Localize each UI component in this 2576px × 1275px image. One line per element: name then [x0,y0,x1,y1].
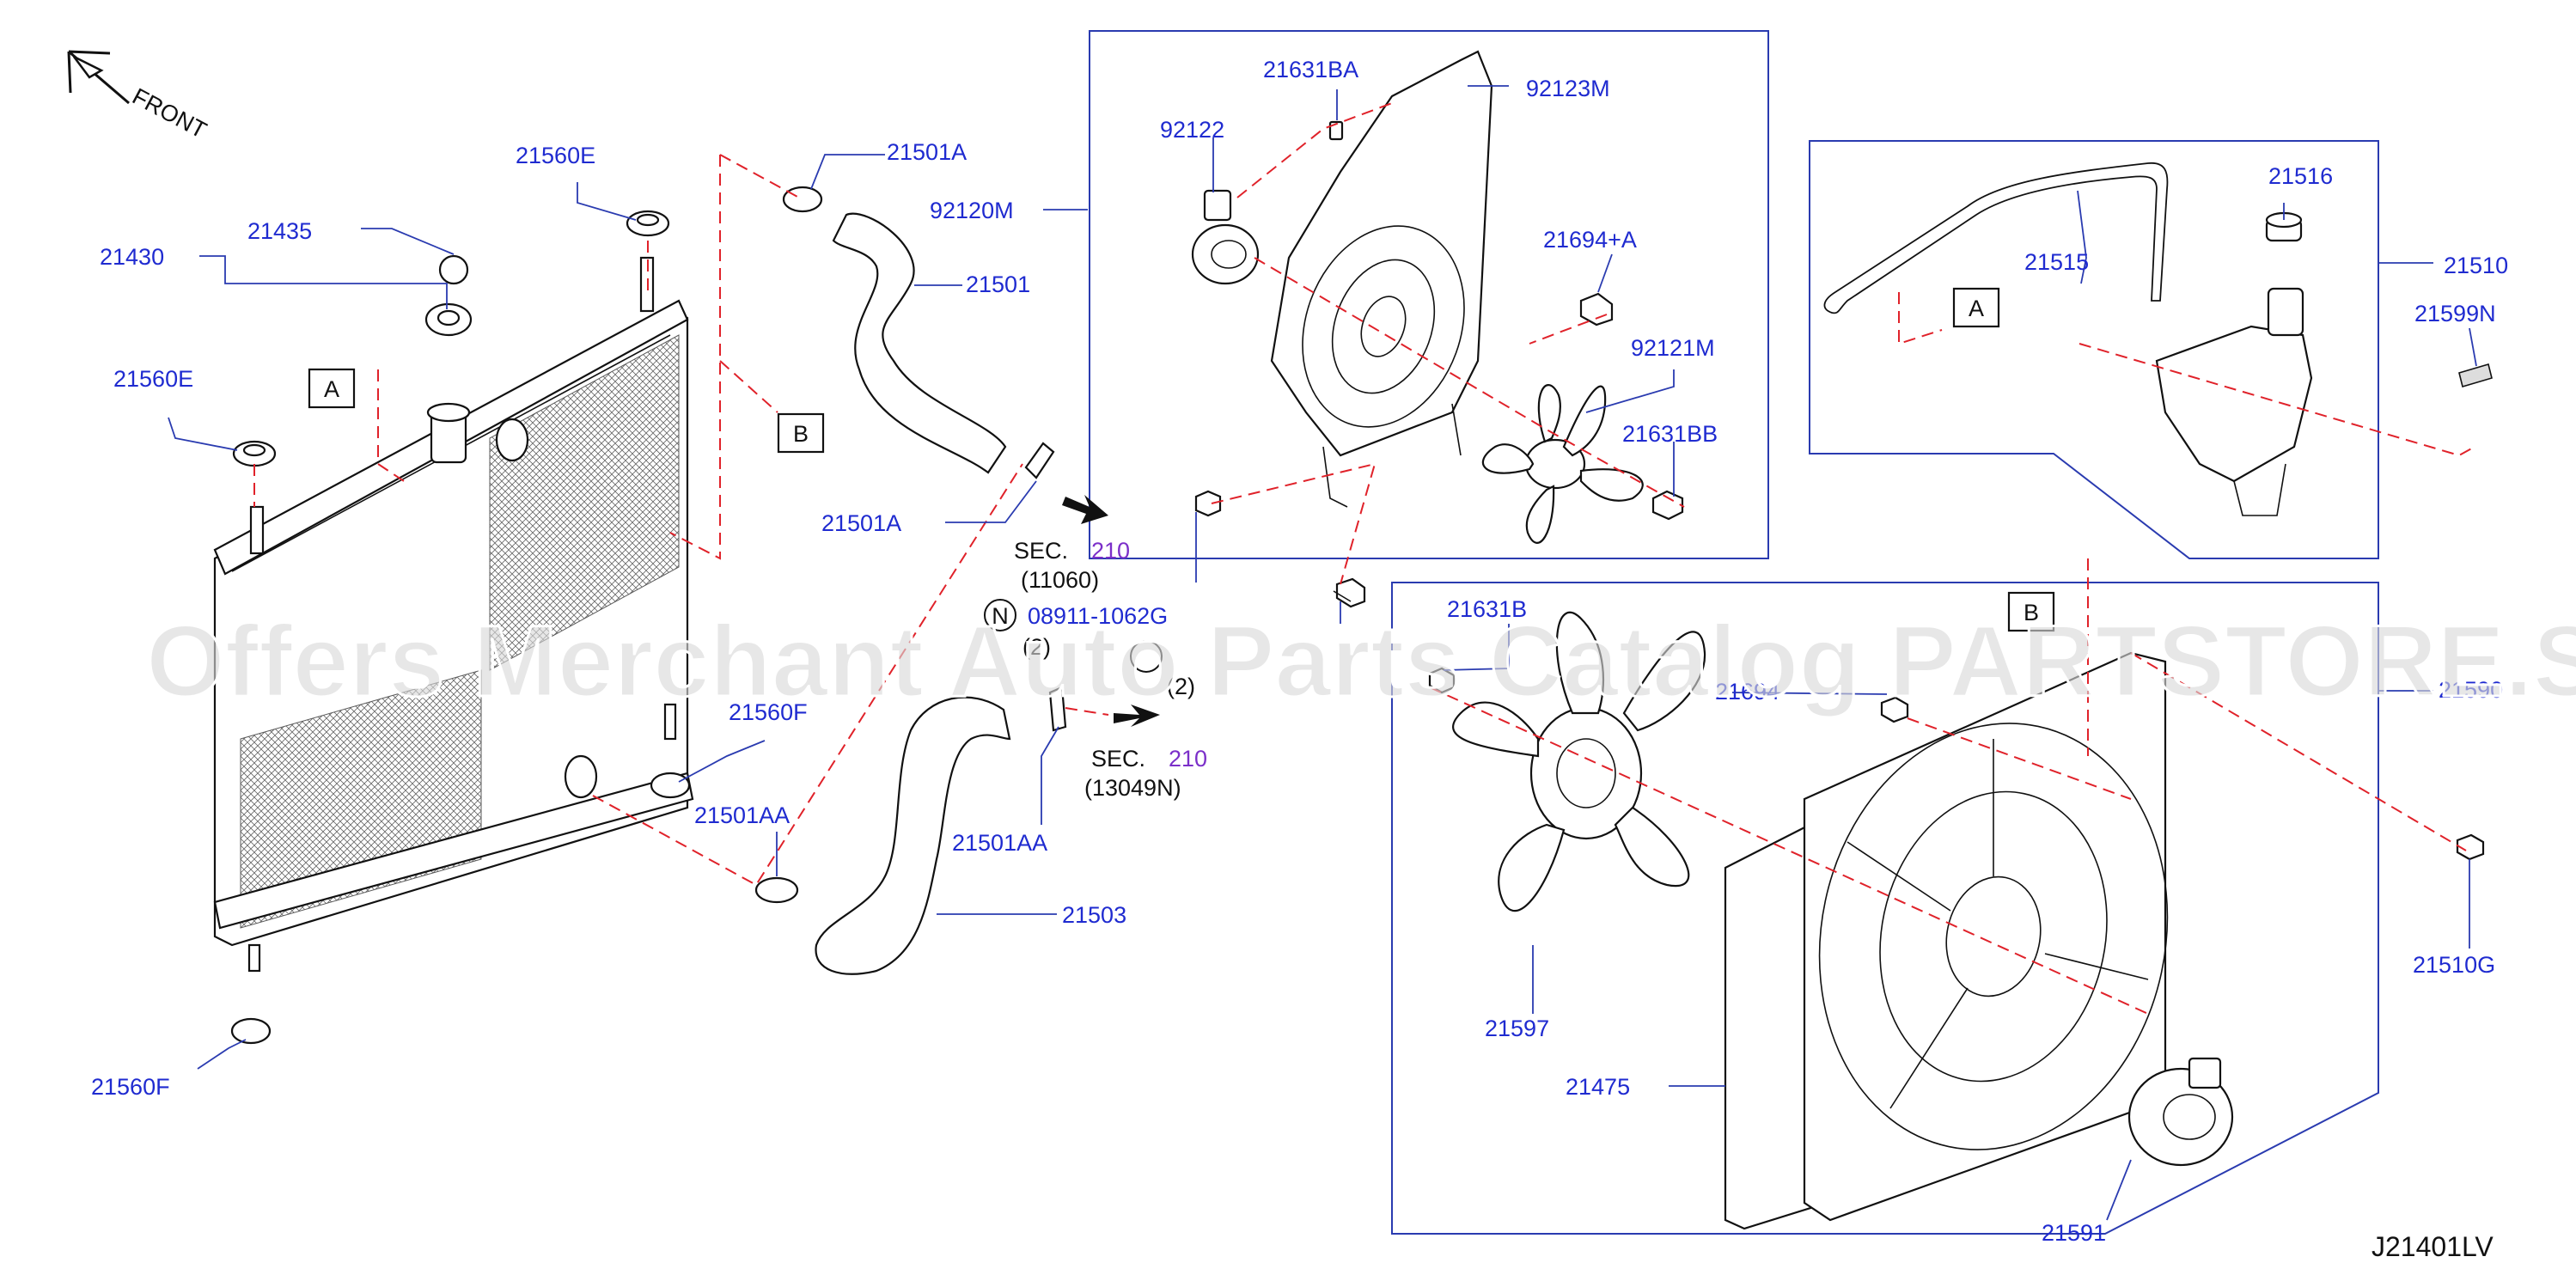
fan-blade-large-icon [1452,611,1706,912]
lower-hose-icon [815,696,1011,975]
callout-b-box-shroud [2007,591,2055,632]
part-label-21590: 21590 [2439,677,2503,703]
reservoir-group-box [1809,140,2379,559]
part-label-21501aa-left: 21501AA [694,802,790,828]
nut-icon [1194,490,1222,517]
part-label-21631ba: 21631BA [1263,57,1358,82]
part-label-21631bb: 21631BB [1622,421,1718,447]
part-label-92123m: 92123M [1526,76,1610,101]
fan-shroud-small-illustration [1270,50,1493,508]
upper-section-number: 210 [1091,538,1130,564]
part-label-21560e-left: 21560E [113,366,193,392]
fan-motor-small-icon [1191,189,1260,285]
nut-symbol-circle [984,599,1016,631]
fan-motor-large-icon [2127,1057,2234,1167]
radiator-fan-shroud-illustration [1724,651,2169,1230]
callout-a-box [308,368,356,409]
section-arrow-icon [1114,705,1160,727]
part-label-21516: 21516 [2268,163,2333,189]
lower-section-number: 210 [1169,746,1207,772]
callout-a-label-reservoir: A [1969,296,1984,321]
part-label-21430: 21430 [100,244,164,270]
part-label-21631b: 21631B [1447,596,1527,622]
bolt-icon [1428,667,2485,861]
fan-motor-group-box [1089,30,1769,559]
part-label-21503: 21503 [1062,902,1126,928]
part-label-21501: 21501 [966,271,1030,297]
reservoir-tank-illustration [2155,287,2313,516]
part-label-21591: 21591 [2042,1220,2106,1246]
part-label-21560f-bottom: 21560F [91,1074,170,1100]
hose-clamp-icon [754,186,1067,904]
bolt-quantity: (2) [1167,674,1195,699]
section-arrow-icon [1062,495,1108,524]
part-label-21510g: 21510G [2413,952,2495,978]
leader-lines [168,85,2477,1221]
front-direction-label: FRONT [128,83,211,143]
upper-section-code: (11060) [1021,567,1099,593]
watermark-text: Offers Merchant Auto Parts Catalog PARTS… [146,605,2576,718]
callout-b-box [777,412,825,454]
callout-a-label: A [324,376,339,402]
part-label-21694: 21694 [1715,679,1779,705]
bolt-symbol-circle [1130,640,1163,673]
part-label-21560f-mid: 21560F [729,699,808,725]
nut-quantity: (2) [1022,634,1051,660]
part-label-21475: 21475 [1566,1074,1630,1100]
bolt-icon [1579,292,1684,521]
lower-section-code: (13049N) [1084,775,1181,801]
part-label-21599n: 21599N [2414,301,2496,326]
fan-shroud-group-box [1391,582,2379,1235]
part-label-21510: 21510 [2444,253,2508,278]
part-label-21515: 21515 [2024,249,2089,275]
part-label-92120m: 92120M [930,198,1014,223]
callout-a-box-reservoir [1952,287,2000,328]
clip-icon [1328,120,1344,141]
part-label-21501aa-right: 21501AA [952,830,1047,856]
part-label-21597: 21597 [1485,1016,1549,1041]
callout-b-label: B [793,421,809,447]
lower-section-keyword: SEC. [1091,746,1145,772]
part-label-92122: 92122 [1160,117,1224,143]
nut-symbol-letter: N [992,603,1009,629]
part-label-21501a-top: 21501A [887,139,967,165]
part-label-21694a: 21694+A [1543,227,1637,253]
callout-b-label-shroud: B [2024,600,2039,625]
part-label-21435: 21435 [247,218,312,244]
assembly-dashed-lines [253,102,2475,1015]
fan-blade-small-icon [1482,384,1644,544]
upper-section-keyword: SEC. [1014,538,1068,564]
upper-hose-icon [832,212,1007,474]
part-label-21501a-bottom: 21501A [821,510,901,536]
label-sticker-icon [2458,363,2493,388]
nut-part-number: 08911-1062G [1028,603,1168,629]
radiator-illustration [213,256,694,973]
front-arrow-icon [67,50,130,105]
mount-grommet-icon [230,210,691,1045]
part-label-21560e-top: 21560E [516,143,595,168]
overflow-hose-icon [1823,162,2169,314]
bolt-icon [1333,577,1366,608]
radiator-cap-icon [424,254,473,337]
diagram-reference-code: J21401LV [2372,1231,2494,1262]
part-label-92121m: 92121M [1631,335,1715,361]
